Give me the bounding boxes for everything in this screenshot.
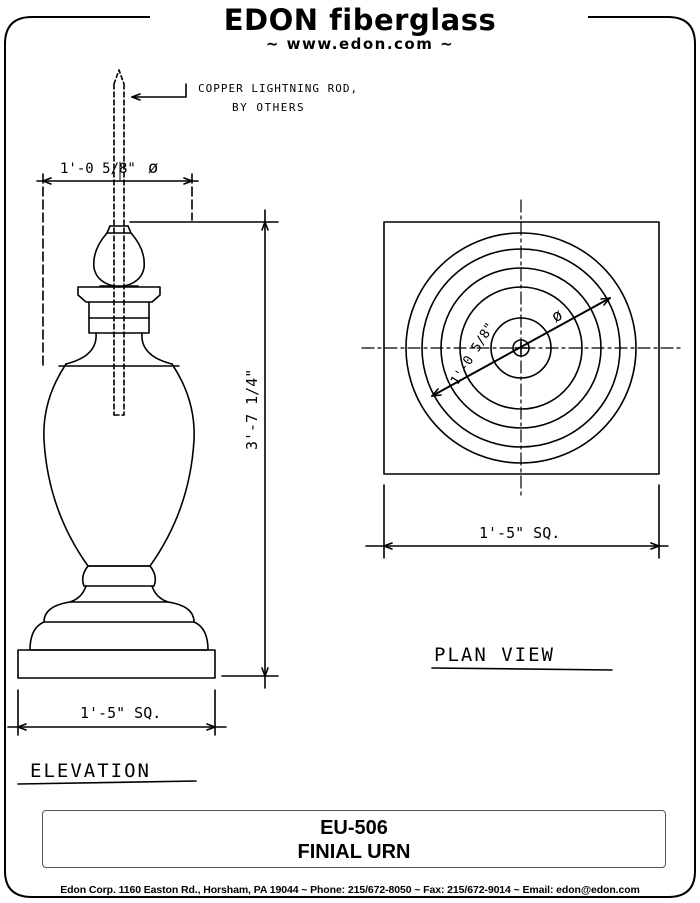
plan-base-square (383, 221, 660, 475)
rod-leader (131, 83, 187, 98)
finial-knob (92, 232, 146, 288)
contact-footer: Edon Corp. 1160 Easton Rd., Horsham, PA … (60, 884, 640, 896)
rod-note-line1: COPPER LIGHTNING ROD, (198, 82, 359, 95)
lightning-rod (113, 83, 125, 416)
urn-foot (81, 565, 157, 587)
plan-width-dimension: 1'-5" SQ. (479, 524, 561, 542)
top-diameter-symbol: ø (148, 158, 159, 178)
base-width-dimension: 1'-5" SQ. (80, 704, 162, 722)
brand-title: EDON fiberglass (223, 3, 497, 37)
urn-base (43, 601, 195, 623)
product-name: FINIAL URN (297, 841, 411, 863)
urn-neck (65, 332, 173, 365)
product-code: EU-506 (320, 817, 388, 839)
elevation-label: ELEVATION (30, 760, 151, 782)
plan-diameter-line (431, 297, 611, 397)
title-block: EU-506 FINIAL URN (42, 810, 666, 868)
plan-view-label: PLAN VIEW (434, 644, 555, 666)
rod-note-line2: BY OTHERS (232, 101, 306, 114)
urn-body (43, 363, 195, 567)
rod-tip (113, 69, 125, 85)
website-link[interactable]: ~ www.edon.com ~ (265, 35, 455, 53)
height-dimension: 3'-7 1/4" (243, 368, 261, 450)
top-width-dimension: 1'-0 5/8" (60, 161, 136, 177)
header: EDON fiberglass ~ www.edon.com ~ (150, 4, 570, 52)
urn-cap (77, 286, 161, 303)
